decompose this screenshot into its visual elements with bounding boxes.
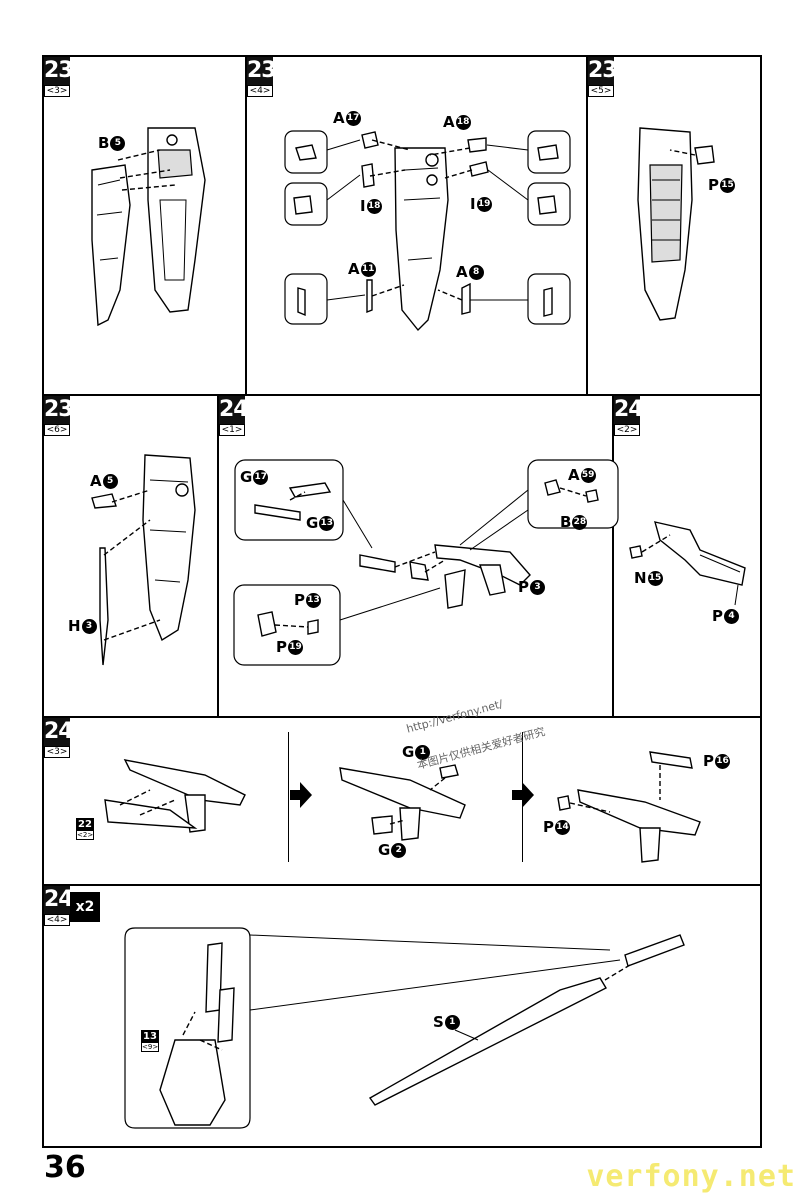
step-badge-24-4: 24<4> [44, 886, 74, 926]
page-number: 36 [44, 1150, 86, 1185]
rifle-24-3-b [339, 764, 466, 841]
multiplier-badge: x2 [70, 892, 100, 922]
step-badge-24-1: 24<1> [219, 396, 249, 436]
row-divider-1 [42, 394, 762, 396]
col-divider-r2a [217, 394, 219, 717]
step-ref-22-2: 22<2> [76, 818, 94, 840]
instruction-page-frame [42, 55, 762, 1148]
next-arrow-2 [512, 782, 534, 808]
step-badge-23-3: 23<3> [44, 57, 74, 97]
site-watermark: verfony.net [586, 1159, 796, 1194]
step-badge-23-4: 23<4> [247, 57, 277, 97]
shield-23-6 [142, 454, 196, 642]
col-divider-r3a [288, 732, 289, 862]
step-badge-24-2: 24<2> [614, 396, 644, 436]
row-divider-3 [42, 884, 762, 886]
shield-back-23-3 [147, 127, 206, 313]
col-divider-r1b [586, 55, 588, 395]
rifle-24-3-a [104, 759, 246, 833]
step-badge-24-3: 24<3> [44, 718, 74, 758]
next-arrow-1 [290, 782, 312, 808]
rifle-24-3-c [557, 751, 701, 863]
rifle-body-24-2 [654, 521, 746, 586]
beam-saber-24-4 [368, 934, 685, 1106]
row-divider-2 [42, 716, 762, 718]
rifle-24-1 [359, 544, 531, 609]
shield-23-4 [394, 147, 449, 332]
col-divider-r1a [245, 55, 247, 395]
shield-front-23-3 [91, 164, 131, 327]
step-badge-23-5: 23<5> [588, 57, 618, 97]
step-badge-23-6: 23<6> [44, 396, 74, 436]
col-divider-r2b [612, 394, 614, 717]
shield-back-23-5 [637, 127, 693, 321]
step-ref-13-9: 13<9> [141, 1030, 159, 1052]
